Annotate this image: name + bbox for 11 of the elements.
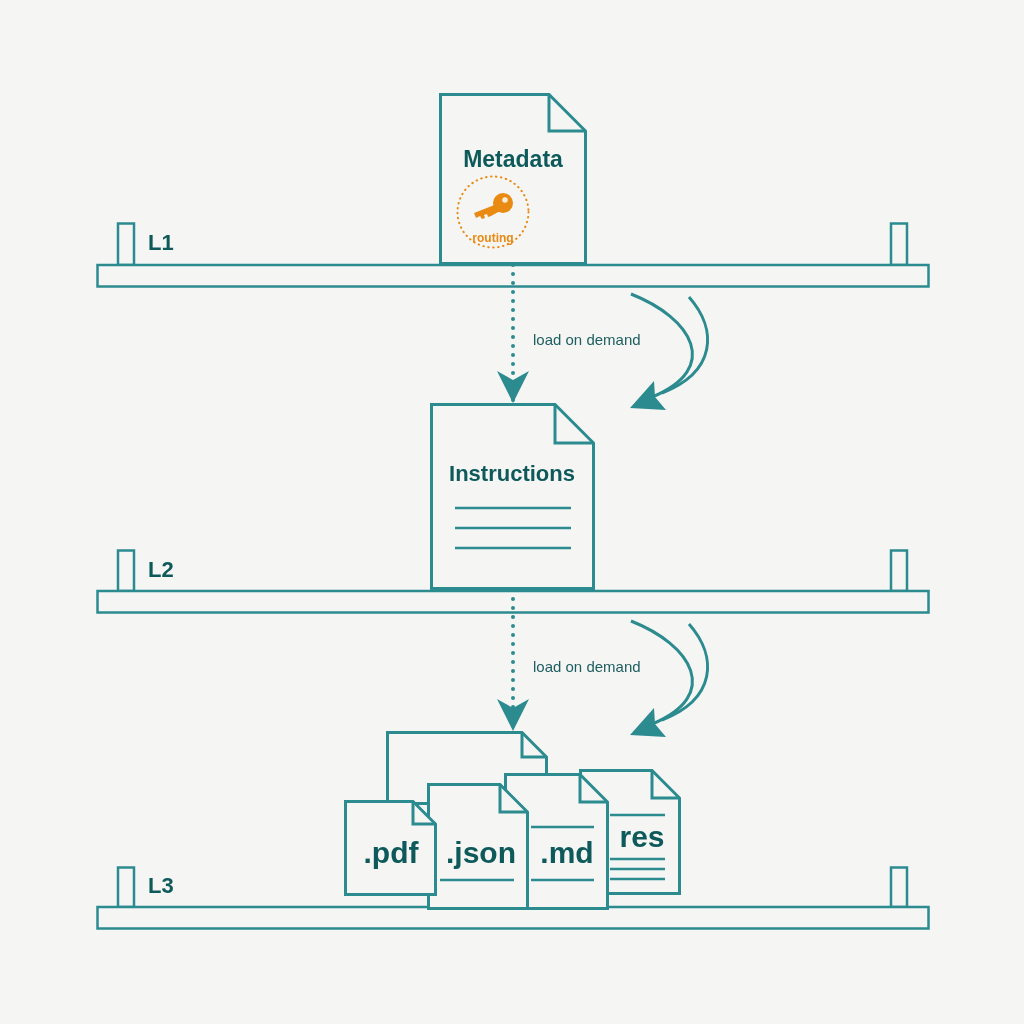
dotted-arrow bbox=[497, 263, 529, 405]
level-label: L2 bbox=[148, 557, 174, 584]
document-title: Metadata bbox=[463, 146, 563, 174]
document-title: .json bbox=[446, 835, 516, 871]
document-title: Instructions bbox=[449, 461, 575, 488]
document-title: res bbox=[619, 819, 665, 855]
circle-label: routing bbox=[472, 231, 514, 246]
document-title: .md bbox=[540, 835, 594, 871]
document-title: .pdf bbox=[363, 835, 419, 871]
level-label: L3 bbox=[148, 873, 174, 900]
level-label: L1 bbox=[148, 230, 174, 257]
